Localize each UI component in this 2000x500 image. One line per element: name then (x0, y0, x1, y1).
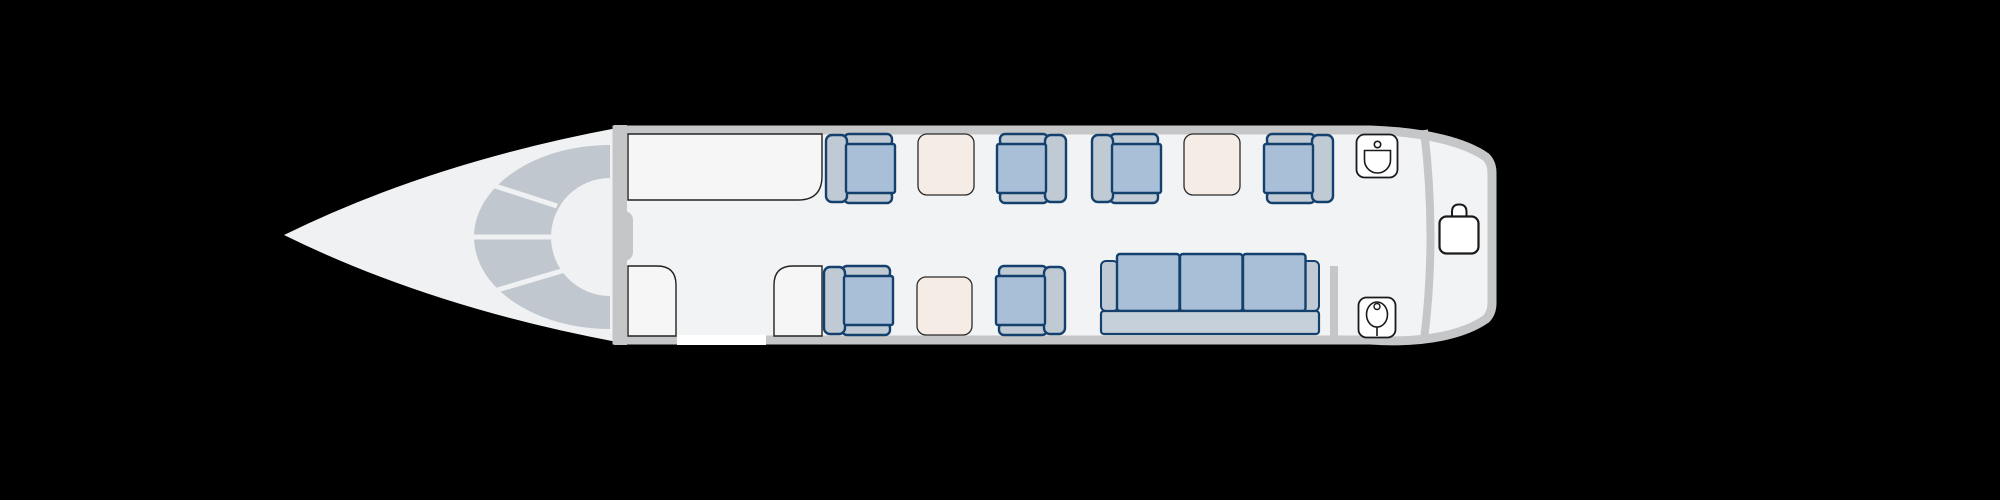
seat-6-backrest (1042, 265, 1067, 336)
sink-faucet (1373, 140, 1382, 149)
suitcase-handle (1451, 203, 1468, 218)
seat-3-backrest (1090, 133, 1115, 204)
entry-closet-left (627, 265, 677, 337)
divan-base (1099, 309, 1321, 336)
divan-cushion-1 (1115, 252, 1181, 313)
table-2 (1183, 133, 1241, 196)
seat-5-cushion (842, 274, 895, 327)
baggage-suitcase-icon (1438, 215, 1480, 255)
toilet-button (1373, 302, 1381, 311)
aft-partition-stub (1330, 266, 1338, 340)
cockpit-door-bump (614, 211, 633, 261)
sink-basin (1363, 149, 1392, 174)
seat-4-backrest (1310, 133, 1335, 204)
seat-5-backrest (822, 265, 847, 336)
entry-closet-right (773, 265, 823, 337)
divan-cushion-2 (1178, 252, 1244, 313)
seat-1-cushion (844, 142, 897, 195)
windshield-divider-3 (493, 267, 566, 294)
aft-lavatory-divider (1420, 129, 1435, 341)
windshield-divider-1 (491, 182, 558, 209)
divan-cushion-3 (1241, 252, 1307, 313)
table-3 (916, 276, 973, 336)
table-1 (917, 133, 975, 196)
seat-4-cushion (1262, 142, 1315, 195)
seat-3-cushion (1110, 142, 1163, 195)
seat-1-backrest (824, 133, 849, 204)
divan-armrest-left (1100, 260, 1119, 312)
galley-counter (627, 133, 823, 201)
seat-6-cushion (994, 274, 1047, 327)
seat-2-cushion (995, 142, 1048, 195)
seat-2-backrest (1043, 133, 1068, 204)
